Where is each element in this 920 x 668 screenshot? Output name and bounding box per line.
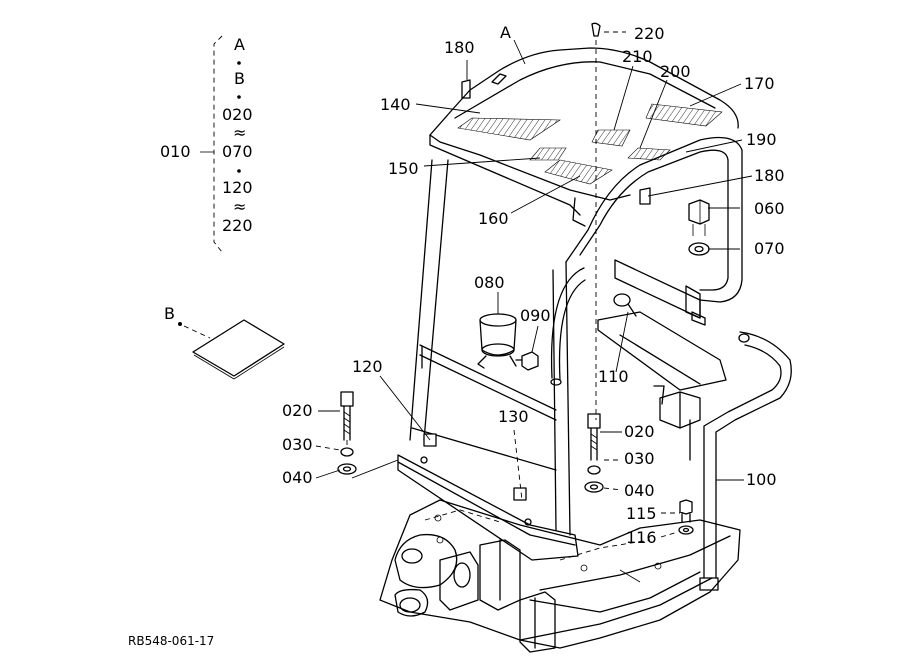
legend-bracket (200, 35, 241, 253)
callout-a: A (500, 23, 511, 42)
callout-070: 070 (754, 239, 785, 258)
callout-130: 130 (498, 407, 529, 426)
callout-080: 080 (474, 273, 505, 292)
legend-item: 120 (222, 178, 253, 197)
manual-sheet (178, 319, 285, 380)
bolt-110 (613, 293, 637, 317)
callout-115: 115 (626, 504, 657, 523)
washer-070 (688, 242, 710, 256)
callout-040-right: 040 (624, 481, 655, 500)
leader-lines (315, 31, 753, 538)
callout-100: 100 (746, 470, 777, 489)
callout-140: 140 (380, 95, 411, 114)
callout-120: 120 (352, 357, 383, 376)
callout-220: 220 (634, 24, 665, 43)
callout-040-left: 040 (282, 468, 313, 487)
figure-id: RB548-061-17 (128, 634, 215, 648)
clamp-080 (477, 313, 517, 369)
legend-item: A (234, 35, 245, 54)
legend-item: 020 (222, 105, 253, 124)
callout-180-top: 180 (444, 38, 475, 57)
legend-group-label: 010 (160, 142, 191, 161)
bolt-060 (688, 199, 710, 236)
callout-160: 160 (478, 209, 509, 228)
callout-060: 060 (754, 199, 785, 218)
legend-item: ≈ (233, 197, 247, 216)
callout-116: 116 (626, 528, 657, 547)
callout-b: B (164, 304, 175, 323)
callout-200: 200 (660, 62, 691, 81)
callout-170: 170 (744, 74, 775, 93)
callout-150: 150 (388, 159, 419, 178)
legend-item: 070 (222, 142, 253, 161)
bolt-090 (515, 351, 539, 371)
legend-item: 220 (222, 216, 253, 235)
callout-020-right: 020 (624, 422, 655, 441)
callout-210: 210 (622, 47, 653, 66)
callout-030-left: 030 (282, 435, 313, 454)
callout-180-right: 180 (754, 166, 785, 185)
bolt-115 (679, 499, 693, 523)
callout-090: 090 (520, 306, 551, 325)
callout-020-left: 020 (282, 401, 313, 420)
canopy-frame (397, 22, 792, 591)
fastener-stack-right (584, 413, 604, 493)
fastener-stack-left (337, 391, 357, 475)
callout-190: 190 (746, 130, 777, 149)
washer-116 (678, 525, 694, 535)
base-frame (379, 499, 741, 653)
legend-item: ≈ (233, 123, 247, 142)
legend-item: B (234, 69, 245, 88)
callout-110: 110 (598, 367, 629, 386)
callout-030-right: 030 (624, 449, 655, 468)
